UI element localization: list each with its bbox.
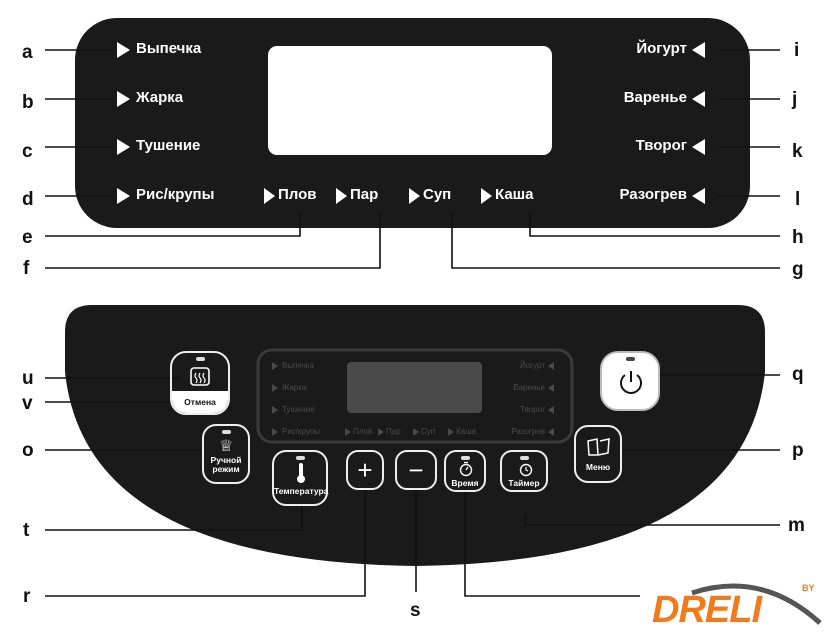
program-rice: Рис/крупы	[136, 186, 215, 203]
letter-g: g	[792, 259, 804, 280]
letter-f: f	[23, 258, 30, 279]
thermometer-icon	[297, 463, 305, 483]
program-fry: Жарка	[136, 89, 184, 106]
top-display	[268, 46, 552, 155]
letter-c: c	[22, 141, 33, 162]
mini-fry: Жарка	[282, 383, 307, 392]
clock-icon	[519, 463, 533, 477]
mini-pilaf: Плов	[353, 427, 373, 436]
mini-panel-outline	[256, 348, 574, 444]
letter-l: l	[795, 189, 801, 210]
mini-triangles	[272, 362, 554, 436]
letter-q: q	[792, 364, 804, 385]
program-yogurt: Йогурт	[636, 40, 687, 57]
mini-reheat: Разогрев	[511, 427, 545, 436]
program-cottage: Творог	[635, 137, 687, 154]
mini-cottage: Творог	[520, 405, 545, 414]
menu-label: Меню	[585, 462, 611, 472]
logo-swoosh	[691, 583, 822, 625]
cancel-label: Отмена	[172, 391, 228, 413]
mini-steam: Пар	[386, 427, 401, 436]
mini-soup: Суп	[421, 427, 436, 436]
power-button[interactable]	[600, 351, 660, 411]
timer-button[interactable]: Таймер	[500, 450, 548, 492]
letter-b: b	[22, 92, 34, 113]
letter-t: t	[23, 520, 30, 541]
plus-button[interactable]: +	[346, 450, 384, 490]
mini-jam: Варенье	[513, 383, 545, 392]
led	[195, 357, 205, 361]
chef-hat-icon: ♕	[219, 438, 234, 455]
letter-a: a	[22, 42, 33, 63]
menu-book-icon	[587, 438, 610, 456]
program-jam: Варенье	[623, 89, 687, 106]
mini-stew: Тушение	[282, 405, 315, 414]
time-button[interactable]: Время	[444, 450, 486, 492]
time-label: Время	[451, 478, 479, 488]
dreli-logo: DRELI BY	[652, 575, 822, 635]
letter-j: j	[792, 89, 798, 110]
steam-pot-icon	[190, 367, 210, 386]
program-pilaf: Плов	[278, 186, 317, 203]
led	[221, 430, 231, 434]
manual-mode-label: Ручной режим	[210, 455, 242, 474]
letter-i: i	[794, 40, 800, 61]
menu-button[interactable]: Меню	[574, 425, 622, 483]
mini-porridge: Каша	[456, 427, 476, 436]
letter-h: h	[792, 227, 804, 248]
letter-u: u	[22, 368, 34, 389]
letter-e: e	[22, 227, 33, 248]
letter-r: r	[23, 586, 31, 607]
led	[295, 456, 305, 460]
program-porridge: Каша	[495, 186, 534, 203]
letter-s: s	[410, 600, 421, 621]
timer-label: Таймер	[508, 478, 540, 488]
mini-yogurt: Йогурт	[520, 361, 545, 370]
letter-d: d	[22, 189, 34, 210]
program-stew: Тушение	[136, 137, 201, 154]
led	[625, 357, 635, 361]
program-soup: Суп	[423, 186, 452, 203]
logo-by: BY	[802, 583, 815, 593]
program-reheat: Разогрев	[619, 186, 687, 203]
temperature-button[interactable]: Температура	[272, 450, 328, 506]
led	[460, 456, 470, 460]
power-icon	[620, 371, 642, 394]
bottom-panel	[65, 305, 765, 566]
program-triangles	[117, 42, 705, 204]
led	[519, 456, 529, 460]
mini-display	[347, 362, 482, 413]
letter-k: k	[792, 141, 803, 162]
manual-mode-button[interactable]: ♕ Ручной режим	[202, 424, 250, 484]
letter-o: o	[22, 440, 34, 461]
minus-button[interactable]: −	[395, 450, 437, 490]
program-steam: Пар	[350, 186, 379, 203]
minus-label: −	[408, 455, 424, 485]
logo-text: DRELI	[652, 589, 762, 631]
program-bake: Выпечка	[136, 40, 202, 57]
leader-lines	[45, 49, 780, 597]
letter-v: v	[22, 393, 33, 414]
mini-bake: Выпечка	[282, 361, 314, 370]
letter-p: p	[792, 440, 804, 461]
stopwatch-icon	[459, 461, 473, 477]
cancel-button[interactable]: Отмена	[170, 351, 230, 415]
plus-label: +	[357, 455, 373, 485]
mini-rice: Рис/крупы	[282, 427, 320, 436]
letter-m: m	[788, 515, 805, 536]
temperature-label: Температура	[274, 486, 329, 496]
